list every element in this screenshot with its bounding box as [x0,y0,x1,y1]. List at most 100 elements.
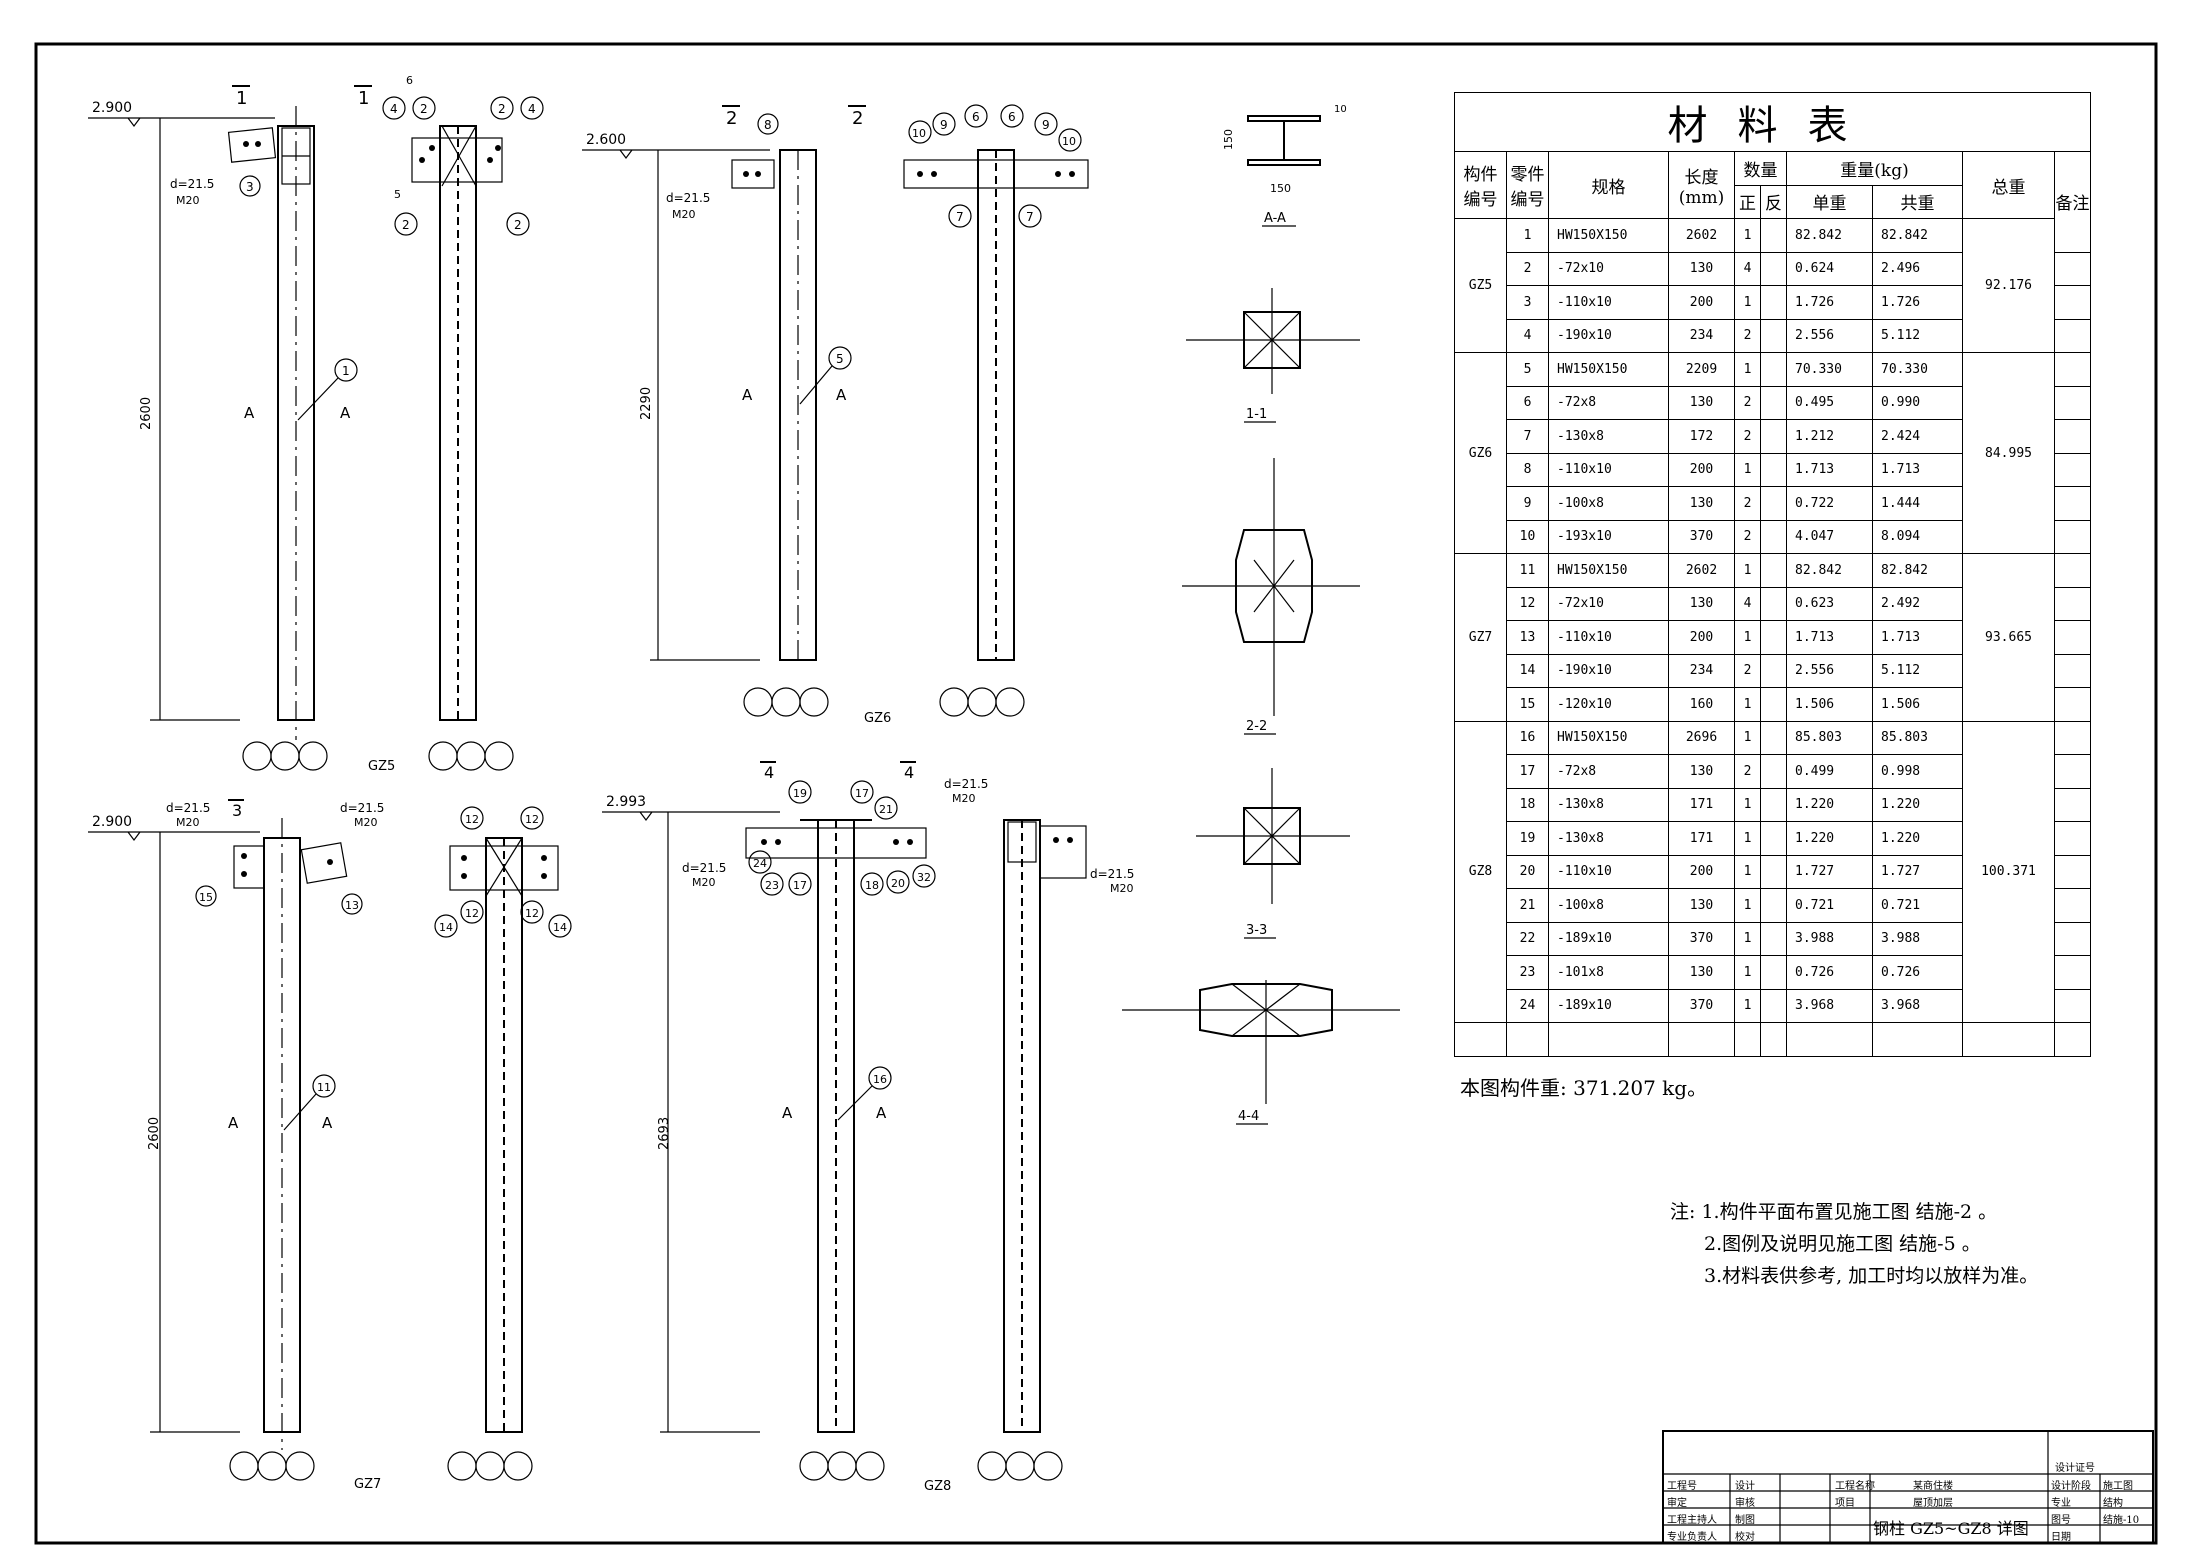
member-no-cell: GZ6 [1454,352,1507,554]
remark-cell [2053,419,2092,454]
gz5-weld-size: 6 [406,74,413,87]
qty-cell: 4 [1734,586,1761,621]
length-cell: 130 [1668,888,1735,923]
empty-cell [1786,1022,1873,1057]
qty-back-cell [1760,452,1787,487]
svg-text:2: 2 [514,218,522,232]
length-cell: 130 [1668,385,1735,420]
gz7-axis-a-right: A [322,1114,333,1132]
spec-cell: -100x8 [1548,888,1669,923]
tb-drawing-title: 钢柱 GZ5~GZ8 详图 [1873,1519,2029,1538]
qty-back-cell [1760,653,1787,688]
gz7-bolt-label: d=21.5 [166,801,210,815]
length-cell: 200 [1668,285,1735,320]
spec-cell: -72x8 [1548,754,1669,789]
unit-weight-cell: 0.495 [1786,385,1873,420]
svg-text:21: 21 [879,803,893,816]
length-cell: 200 [1668,854,1735,889]
length-cell: 370 [1668,519,1735,554]
gz5-part-callout: 1 [342,364,350,378]
gz5-side-section-label: 1 [358,88,369,109]
sum-weight-cell: 2.492 [1872,586,1963,621]
tb-cert: 设计证号 [2055,1463,2095,1474]
qty-back-cell [1760,955,1787,990]
qty-back-cell [1760,385,1787,420]
gz8-side-bolt-label: d=21.5 [1090,867,1134,881]
svg-text:9: 9 [1042,118,1050,132]
qty-cell: 1 [1734,285,1761,320]
sum-weight-cell: 3.988 [1872,921,1963,956]
svg-text:23: 23 [765,879,779,892]
sum-weight-cell: 0.998 [1872,754,1963,789]
gz8-bolt-size-right: M20 [952,792,976,805]
title-block: 设计证号 工程号 审定 工程主持人 专业负责人 设计 审核 制图 校对 工程名称… [1663,1431,2153,1543]
part-no-cell: 21 [1506,888,1549,923]
part-no-cell: 2 [1506,251,1549,286]
gz8-part-callout: 16 [873,1073,887,1086]
part-no-cell: 24 [1506,988,1549,1023]
section-aa-label: A-A [1264,211,1286,226]
table-title: 材料表 [1453,92,2092,152]
member-no-cell: GZ7 [1454,553,1507,722]
qty-back-cell [1760,687,1787,722]
qty-back-cell [1760,988,1787,1023]
part-no-cell: 19 [1506,821,1549,856]
member-no-cell: GZ8 [1454,720,1507,1023]
spec-cell: -193x10 [1548,519,1669,554]
svg-text:4: 4 [528,102,536,116]
svg-text:15: 15 [199,891,213,904]
remark-cell [2053,586,2092,621]
length-cell: 130 [1668,754,1735,789]
part-no-cell: 23 [1506,955,1549,990]
sum-weight-cell: 1.713 [1872,452,1963,487]
gz8-name: GZ8 [924,1479,951,1494]
svg-text:14: 14 [553,921,567,934]
sheet-border [34,42,2158,1545]
length-cell: 130 [1668,955,1735,990]
part-no-cell: 12 [1506,586,1549,621]
sum-weight-cell: 1.220 [1872,821,1963,856]
tb-draw: 制图 [1735,1515,1755,1526]
length-cell: 130 [1668,486,1735,521]
tb-review: 审核 [1735,1498,1755,1509]
spec-cell: -120x10 [1548,687,1669,722]
total-weight-cell: 84.995 [1962,352,2055,554]
svg-text:8: 8 [764,118,772,132]
tb-check: 校对 [1735,1532,1755,1543]
part-no-cell: 4 [1506,318,1549,353]
sum-weight-cell: 1.220 [1872,787,1963,822]
qty-back-cell [1760,419,1787,454]
svg-text:17: 17 [793,879,807,892]
spec-cell: -189x10 [1548,921,1669,956]
gz5-axis-a-left: A [244,404,255,422]
hdr-sum-weight: 共重 [1872,184,1963,219]
unit-weight-cell: 1.220 [1786,821,1873,856]
part-no-cell: 18 [1506,787,1549,822]
remark-cell [2053,754,2092,789]
remark-cell [2053,352,2092,387]
part-no-cell: 13 [1506,620,1549,655]
remark-cell [2053,452,2092,487]
remark-cell [2053,553,2092,588]
sum-weight-cell: 8.094 [1872,519,1963,554]
tb-discipline-label: 专业 [2051,1498,2071,1509]
empty-cell [1548,1022,1669,1057]
part-no-cell: 14 [1506,653,1549,688]
section-22-label: 2-2 [1246,719,1267,734]
length-cell: 2602 [1668,553,1735,588]
unit-weight-cell: 0.726 [1786,955,1873,990]
gz5-height-dim: 2600 [139,397,154,430]
gz6-name: GZ6 [864,711,891,726]
qty-cell: 1 [1734,620,1761,655]
length-cell: 130 [1668,586,1735,621]
tb-design: 设计 [1735,1481,1755,1492]
gz8-axis-a-right: A [876,1104,887,1122]
svg-text:2: 2 [420,102,428,116]
unit-weight-cell: 3.988 [1786,921,1873,956]
